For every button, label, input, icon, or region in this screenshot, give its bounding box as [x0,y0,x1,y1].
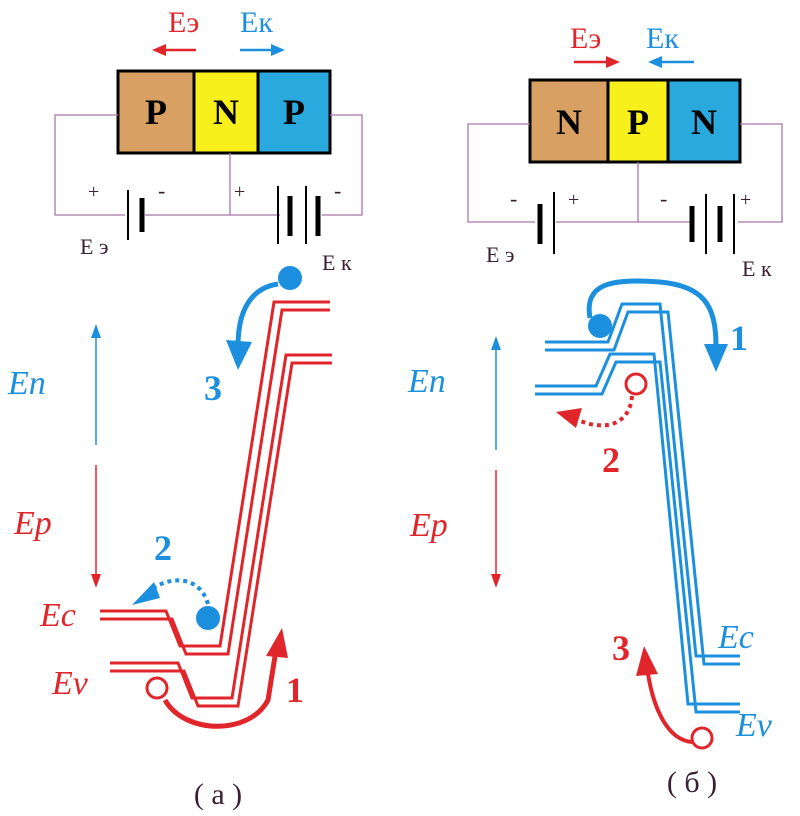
field-arrows-a: Eэ Eк [152,6,285,56]
layer-label-1: N [556,102,582,142]
transition-2-a-arrowhead [132,582,160,605]
battery-emitter-minus: - [158,178,165,203]
label-ec-a: Ec [39,597,76,634]
battery-collector-b: - + E к [660,186,772,281]
layer-label-2: N [213,92,239,132]
transition-3-b [646,673,693,744]
axis-en-label: En [407,363,446,400]
layer-n-collector [666,78,742,164]
band-valence-a [110,353,332,700]
label-ec-b: Ec [717,619,754,656]
panel-a: Eэ Eк P N P + - E э [7,6,363,811]
battery-emitter-a: + - E э [80,178,165,259]
transition-2-b [577,395,634,428]
hole-base-b [624,372,648,396]
circuit-wires-b [467,123,783,223]
battery-collector-plus: + [740,189,751,211]
battery-emitter-label: E э [486,242,514,267]
field-collector-label: Eк [240,6,273,39]
battery-emitter-label: E э [80,234,108,259]
battery-collector-a: + - E к [234,178,352,275]
layer-p-collector [256,69,332,155]
battery-collector-plus: + [234,181,245,203]
field-arrows-b: Eэ Eк [570,22,694,68]
field-collector-label: Eк [646,22,679,55]
caption-a: ( а ) [194,778,242,811]
transition-3-b-arrowhead [636,646,658,676]
band-lines-a-second [100,308,332,708]
transition-1-a [162,649,279,729]
transition-3-a [235,281,279,347]
panel-b: Eэ Eк N P N - + E э [407,22,783,799]
axis-ep-label: Ep [13,505,52,542]
band-lines-a [100,300,332,700]
step-3-label-a: 3 [204,368,222,408]
field-emitter-label: Eэ [168,6,199,39]
npn-block: N P N [528,78,742,164]
step-2-label-a: 2 [154,528,172,568]
energy-axes-b: En Ep [407,336,501,588]
battery-collector-minus: - [334,178,341,203]
band-valence-b [535,352,740,706]
electron-emitter-b [588,314,612,338]
field-emitter-arrowhead [606,56,620,68]
field-emitter-arrowhead [152,44,166,56]
electron-collector-a [278,266,302,290]
battery-emitter-plus: + [88,181,99,203]
layer-n-emitter [528,78,610,164]
battery-collector-label: E к [322,250,352,275]
band-conduction-a-outer [100,300,330,648]
battery-emitter-plus: + [568,189,579,211]
layer-label-1: P [145,92,167,132]
layer-label-3: N [691,102,717,142]
field-collector-arrowhead [648,56,662,68]
transition-1-b-arrowhead [704,344,728,372]
layer-label-2: P [627,102,649,142]
step-1-label-b: 1 [730,318,748,358]
battery-collector-label: E к [742,256,772,281]
axis-en-label: En [7,365,46,402]
step-1-label-a: 1 [286,670,304,710]
caption-b: ( б ) [667,766,717,799]
transition-3-a-arrowhead [226,340,252,370]
transition-1-a-arrowhead [266,628,288,658]
pnp-block: P N P [116,69,332,155]
hole-collector-b [690,726,714,750]
field-emitter-label: Eэ [570,22,601,55]
transitions-b: 1 2 3 [556,278,748,750]
label-ev-a: Ev [51,665,89,702]
battery-emitter-b: - + E э [486,186,579,267]
axis-ep-label: Ep [409,507,448,544]
energy-axes-a: En Ep [7,324,101,588]
step-3-label-b: 3 [612,628,630,668]
hole-a [145,676,169,700]
layer-label-3: P [283,92,305,132]
field-collector-arrowhead [271,44,285,56]
transition-1-b [586,278,719,347]
electron-base-a [196,606,220,630]
step-2-label-b: 2 [602,440,620,480]
transition-2-b-arrowhead [556,408,582,428]
battery-emitter-minus: - [510,186,517,211]
transitions-a: 1 2 3 [132,266,304,729]
label-ev-b: Ev [735,707,773,744]
battery-collector-minus: - [660,186,667,211]
band-lines-b [535,302,740,714]
circuit-wires-a [54,114,363,216]
